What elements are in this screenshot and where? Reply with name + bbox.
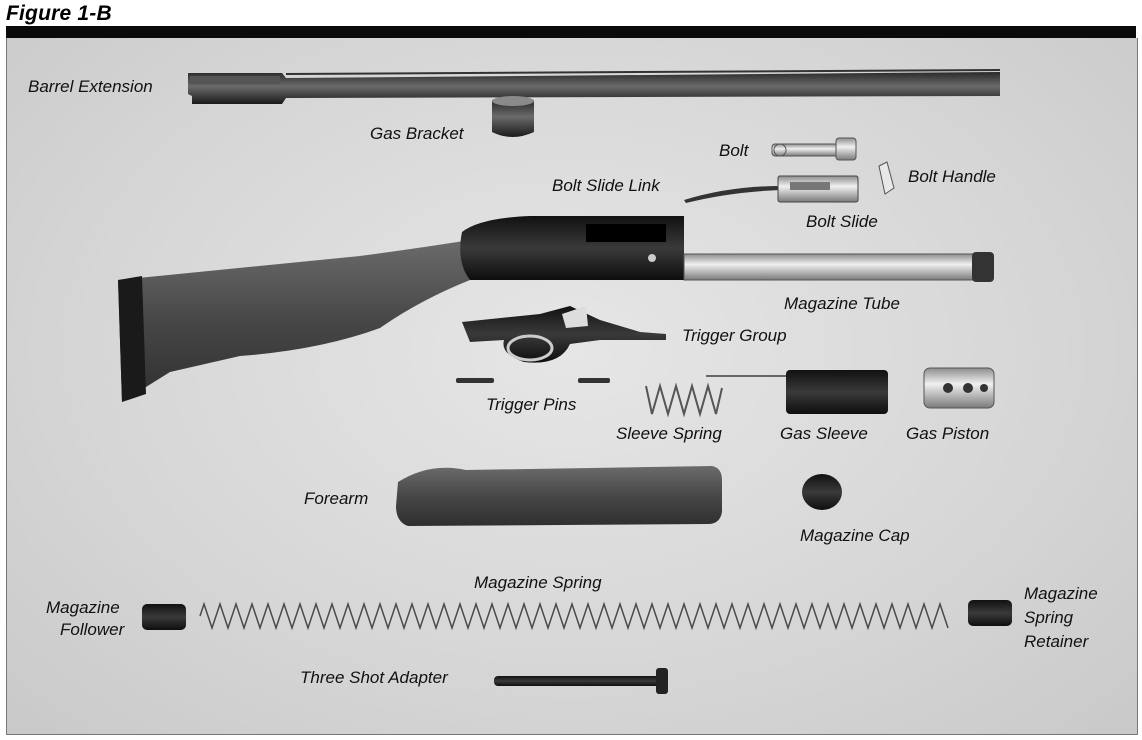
trigger-pins-part bbox=[456, 378, 610, 383]
gas-sleeve-part bbox=[706, 370, 888, 414]
label-trigger-group: Trigger Group bbox=[682, 326, 787, 345]
trigger-group-part bbox=[462, 306, 666, 363]
label-gas-piston: Gas Piston bbox=[906, 424, 990, 443]
figure-title-bar bbox=[6, 26, 1136, 39]
magazine-spring-retainer-part bbox=[968, 600, 1012, 626]
sleeve-spring-part bbox=[645, 382, 723, 418]
bolt-slide-part bbox=[777, 175, 859, 203]
label-gas-sleeve: Gas Sleeve bbox=[780, 424, 868, 443]
label-magazine-spring-retainer-line2: Spring bbox=[1024, 608, 1074, 627]
bolt-handle-part bbox=[878, 161, 895, 195]
label-bolt-slide-link: Bolt Slide Link bbox=[552, 176, 660, 195]
barrel-part bbox=[188, 69, 1001, 104]
label-magazine-cap: Magazine Cap bbox=[800, 526, 910, 545]
label-magazine-spring-retainer-line1: Magazine bbox=[1024, 584, 1098, 603]
three-shot-adapter-part bbox=[494, 668, 668, 694]
figure-title: Figure 1-B bbox=[6, 2, 112, 25]
bolt-part bbox=[771, 137, 857, 161]
label-gas-bracket: Gas Bracket bbox=[370, 124, 464, 143]
magazine-cap-part bbox=[802, 474, 842, 510]
gas-bracket-part bbox=[492, 96, 534, 137]
label-forearm: Forearm bbox=[304, 489, 369, 508]
label-bolt-handle: Bolt Handle bbox=[908, 167, 996, 186]
label-three-shot-adapter: Three Shot Adapter bbox=[300, 668, 448, 687]
label-sleeve-spring: Sleeve Spring bbox=[616, 424, 722, 443]
label-magazine-spring-retainer-line3: Retainer bbox=[1024, 632, 1089, 651]
gas-piston-part bbox=[923, 367, 995, 409]
label-barrel-extension: Barrel Extension bbox=[28, 77, 153, 96]
label-bolt: Bolt bbox=[719, 141, 749, 160]
receiver-part bbox=[460, 216, 684, 280]
label-bolt-slide: Bolt Slide bbox=[806, 212, 878, 231]
label-magazine-spring: Magazine Spring bbox=[474, 573, 602, 592]
magazine-spring-part bbox=[199, 601, 949, 631]
label-magazine-follower-line2: Follower bbox=[60, 620, 125, 639]
magazine-follower-part bbox=[142, 604, 186, 630]
stock-part bbox=[118, 240, 470, 402]
bolt-slide-link-part bbox=[684, 186, 780, 203]
forearm-part bbox=[396, 466, 722, 526]
label-trigger-pins: Trigger Pins bbox=[486, 395, 577, 414]
label-magazine-tube: Magazine Tube bbox=[784, 294, 900, 313]
magazine-tube-part bbox=[683, 252, 994, 282]
label-magazine-follower-line1: Magazine bbox=[46, 598, 120, 617]
